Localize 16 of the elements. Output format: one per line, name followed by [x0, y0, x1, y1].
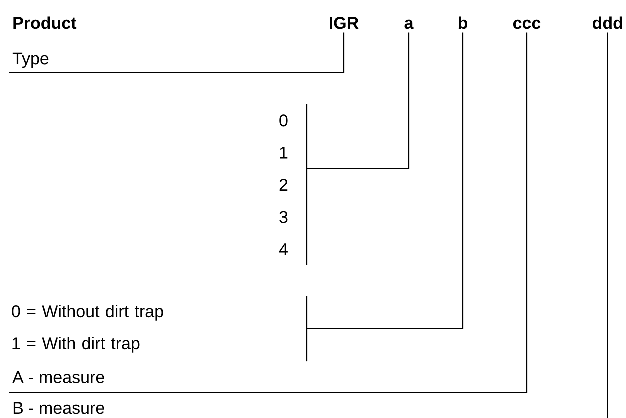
description-text: A - measure: [12, 372, 104, 384]
heading-label: Product: [14, 16, 77, 30]
leader-line: [9, 32, 528, 394]
code-letter: IGR: [330, 17, 359, 30]
option-bracket: 0 = Without dirt trap 1 = With dirt trap: [12, 296, 308, 362]
description-text: Type: [12, 52, 49, 68]
leader-line: [307, 32, 464, 330]
code-letter: a: [404, 20, 414, 30]
leader-line: [307, 32, 410, 170]
description-text: B - measure: [14, 402, 104, 414]
leader-line: [9, 32, 345, 74]
option-bracket: 0 1 2 3 4: [279, 104, 308, 266]
code-letter: b: [458, 16, 468, 30]
code-letter: ccc: [513, 20, 541, 30]
code-letter: ddd: [593, 16, 622, 30]
leader-line: [607, 32, 608, 418]
